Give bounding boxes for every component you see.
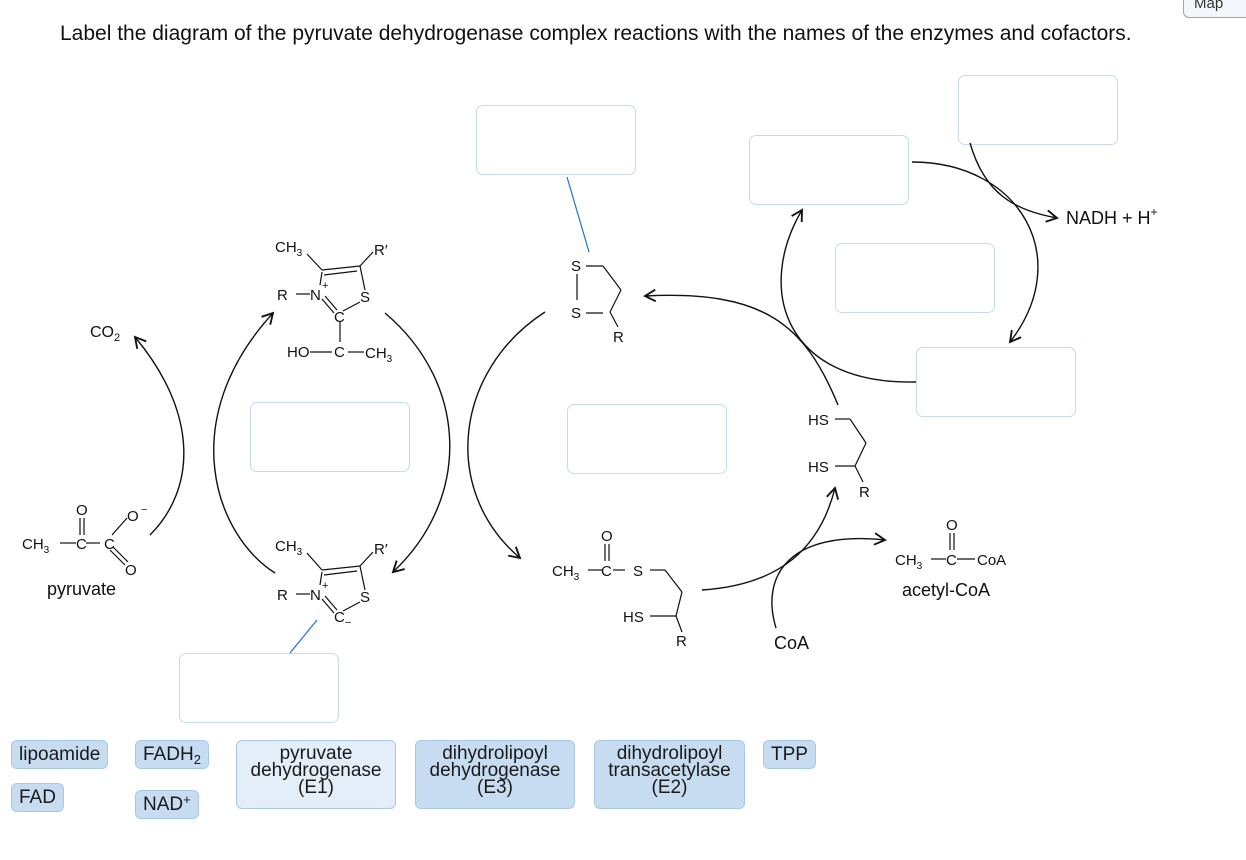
tpp-n: N bbox=[310, 587, 321, 604]
dihydro-hs1: HS bbox=[808, 412, 829, 429]
tpp-c-charge: − bbox=[345, 617, 351, 629]
co2-label: CO2 bbox=[90, 324, 120, 344]
pyruvate-o2: O bbox=[125, 562, 137, 579]
htpp-ho: HO bbox=[287, 344, 310, 361]
htpp-r: R bbox=[277, 287, 288, 304]
leader-line-lipoamide bbox=[566, 176, 590, 253]
acetyl-s: S bbox=[633, 563, 643, 580]
drop-target-right-cycle[interactable] bbox=[916, 347, 1076, 417]
arrow-to-nadh bbox=[969, 142, 1059, 223]
acetyl-coa-label: acetyl-CoA bbox=[902, 580, 990, 600]
pyruvate-o1: O bbox=[76, 502, 88, 519]
htpp-s: S bbox=[360, 289, 370, 306]
tpp-s: S bbox=[360, 589, 370, 606]
arrow-tpp-to-hydroxyethyl bbox=[213, 311, 276, 574]
nadh-label: NADH + H+ bbox=[1066, 205, 1158, 228]
dihydro-r: R bbox=[859, 484, 870, 501]
chip-tpp[interactable]: TPP bbox=[763, 740, 816, 769]
tpp-r: R bbox=[277, 587, 288, 604]
lipoamide-s1: S bbox=[571, 258, 581, 275]
htpp-n-charge: + bbox=[322, 280, 328, 292]
tpp-c2: C bbox=[334, 609, 345, 626]
acetyl-c: C bbox=[601, 563, 612, 580]
arrow-coa-to-acetylcoa bbox=[771, 532, 887, 629]
drop-target-upper-left-cycle[interactable] bbox=[749, 135, 909, 205]
htpp-n: N bbox=[310, 287, 321, 304]
lipoamide-structure bbox=[576, 265, 622, 328]
arrow-fad-cycle-right bbox=[911, 161, 1039, 344]
chip-fadh2[interactable]: FADH2 bbox=[135, 740, 209, 769]
tpp-n-charge: + bbox=[322, 580, 328, 592]
drop-target-cycle-center[interactable] bbox=[835, 243, 995, 313]
chip-lipoamide[interactable]: lipoamide bbox=[11, 740, 109, 769]
chip-fad[interactable]: FAD bbox=[11, 783, 64, 812]
acetyl-ch3: CH3 bbox=[552, 563, 580, 583]
htpp-ch3: CH3 bbox=[275, 239, 303, 259]
arrow-to-co2 bbox=[133, 335, 185, 536]
question-text: Label the diagram of the pyruvate dehydr… bbox=[60, 22, 1132, 45]
acetyl-o: O bbox=[601, 528, 613, 545]
pyruvate-label: pyruvate bbox=[47, 579, 116, 599]
lipoamide-r: R bbox=[613, 329, 624, 346]
drop-target-lipoamide-ring[interactable] bbox=[476, 105, 636, 175]
acetyl-hs: HS bbox=[623, 609, 644, 626]
acetyl-coa-structure bbox=[931, 533, 975, 560]
pyruvate-c2: C bbox=[104, 536, 115, 553]
tpp-r-prime: R′ bbox=[374, 541, 388, 558]
acetylcoa-c: C bbox=[946, 552, 957, 569]
pyruvate-ch3: CH3 bbox=[22, 536, 50, 556]
arrow-regenerate-lipoamide bbox=[643, 288, 839, 406]
drop-target-top-right[interactable] bbox=[958, 75, 1118, 145]
htpp-c-alpha: C bbox=[334, 344, 345, 361]
map-button[interactable]: Map bbox=[1183, 0, 1246, 18]
drop-target-left-center[interactable] bbox=[250, 402, 410, 472]
lipoamide-s2: S bbox=[571, 305, 581, 322]
coa-label: CoA bbox=[774, 633, 809, 653]
drop-target-middle-center[interactable] bbox=[567, 404, 727, 474]
pyruvate-charge: − bbox=[141, 504, 147, 516]
htpp-ch3-tail: CH3 bbox=[365, 345, 393, 365]
htpp-c2: C bbox=[334, 309, 345, 326]
acetylcoa-coa: CoA bbox=[977, 552, 1006, 569]
tpp-ylide-structure bbox=[296, 551, 374, 614]
htpp-r-prime: R′ bbox=[374, 242, 388, 259]
pyruvate-structure bbox=[60, 517, 129, 566]
pyruvate-c1: C bbox=[76, 536, 87, 553]
acetylcoa-o: O bbox=[946, 517, 958, 534]
leader-line-tpp bbox=[289, 619, 318, 654]
tpp-ch3: CH3 bbox=[275, 538, 303, 558]
arrow-fadh2-cycle-left bbox=[780, 208, 917, 383]
dihydrolipoamide-structure bbox=[835, 418, 867, 483]
arrow-hydroxyethyl-to-tpp bbox=[384, 312, 451, 574]
arrow-lipoamide-to-acetyl bbox=[467, 311, 546, 560]
acetyl-r: R bbox=[676, 633, 687, 650]
hydroxyethyl-tpp-structure bbox=[296, 251, 374, 353]
acetyl-lipoamide-structure bbox=[588, 544, 683, 633]
drop-target-tpp-bottom[interactable] bbox=[179, 653, 339, 723]
chip-nad[interactable]: NAD+ bbox=[135, 790, 199, 819]
pyruvate-o-minus: O bbox=[127, 508, 139, 525]
acetylcoa-ch3: CH3 bbox=[895, 552, 923, 572]
dihydro-hs2: HS bbox=[808, 459, 829, 476]
arrow-to-dihydrolipoamide bbox=[701, 486, 840, 591]
